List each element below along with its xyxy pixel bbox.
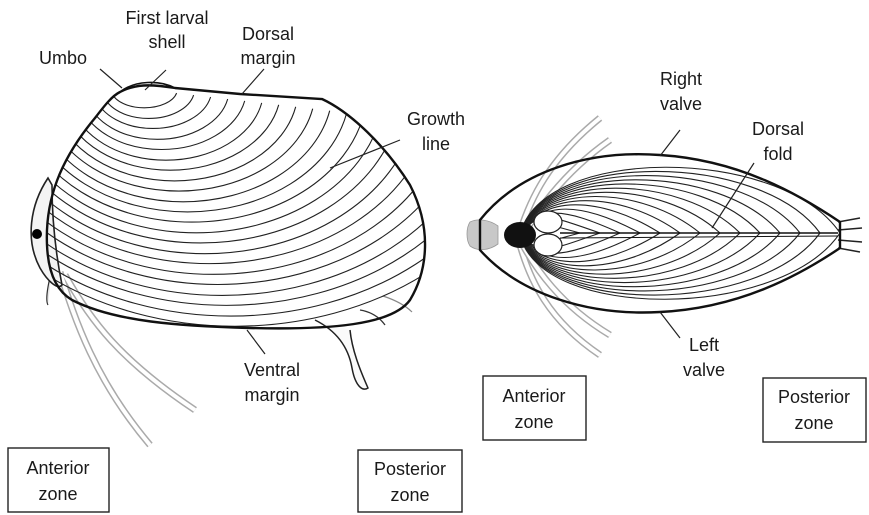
growth-line (28, 113, 347, 212)
lateral-anterior-zone-label-1: Anterior (26, 458, 89, 478)
lateral-posterior-zone-box: Posterior zone (358, 450, 462, 512)
dorsal-posterior-zone-box: Posterior zone (763, 378, 866, 442)
growth-line (95, 97, 210, 128)
dorsal-anterior-zone-box: Anterior zone (483, 376, 586, 440)
growth-line (3, 118, 398, 243)
leader-umbo (100, 69, 122, 88)
label-growth-line-2: line (422, 134, 450, 154)
growth-line (112, 93, 177, 108)
compound-eye (32, 229, 42, 239)
leader-growth-line (330, 140, 400, 168)
dorsal-anterior-spot (504, 222, 536, 248)
lateral-antennae (47, 268, 195, 445)
lateral-anterior-zone-box: Anterior zone (8, 448, 109, 512)
label-dorsal-fold-1: Dorsal (752, 119, 804, 139)
label-ventral-margin-1: Ventral (244, 360, 300, 380)
dorsal-anterior-zone-label-2: zone (514, 412, 553, 432)
leader-right-valve (660, 130, 680, 156)
zone-boxes: Anterior zone Posterior zone Anterior zo… (8, 376, 866, 512)
dorsal-anterior-zone-label-1: Anterior (502, 386, 565, 406)
label-left-valve-2: valve (683, 360, 725, 380)
label-first-larval-shell-2: shell (148, 32, 185, 52)
label-dorsal-margin-2: margin (240, 48, 295, 68)
growth-line (104, 95, 194, 118)
dorsal-eye-lobe-right (534, 234, 562, 256)
leader-dorsal-margin (242, 69, 264, 94)
leader-ventral-margin (247, 330, 265, 354)
dorsal-eye-lobe-left (534, 211, 562, 233)
label-dorsal-margin-1: Dorsal (242, 24, 294, 44)
dorsal-furca (838, 218, 862, 252)
leader-left-valve (660, 312, 680, 338)
lateral-anterior-zone-label-2: zone (38, 484, 77, 504)
dorsal-head-tip (467, 220, 498, 250)
lateral-posterior-zone-label-2: zone (390, 485, 429, 505)
growth-line (0, 130, 500, 305)
label-right-valve-1: Right (660, 69, 702, 89)
dorsal-posterior-zone-label-2: zone (794, 413, 833, 433)
label-ventral-margin-2: margin (244, 385, 299, 405)
label-left-valve-1: Left (689, 335, 719, 355)
growth-line (37, 111, 330, 202)
label-right-valve-2: valve (660, 94, 702, 114)
labels: First larval shell Umbo Dorsal margin Gr… (39, 8, 804, 405)
dorsal-posterior-zone-label-1: Posterior (778, 387, 850, 407)
label-dorsal-fold-2: fold (763, 144, 792, 164)
label-growth-line-1: Growth (407, 109, 465, 129)
dorsal-view (467, 118, 862, 355)
lateral-posterior-zone-label-1: Posterior (374, 459, 446, 479)
label-first-larval-shell-1: First larval (125, 8, 208, 28)
label-umbo: Umbo (39, 48, 87, 68)
valve-line (520, 233, 840, 299)
